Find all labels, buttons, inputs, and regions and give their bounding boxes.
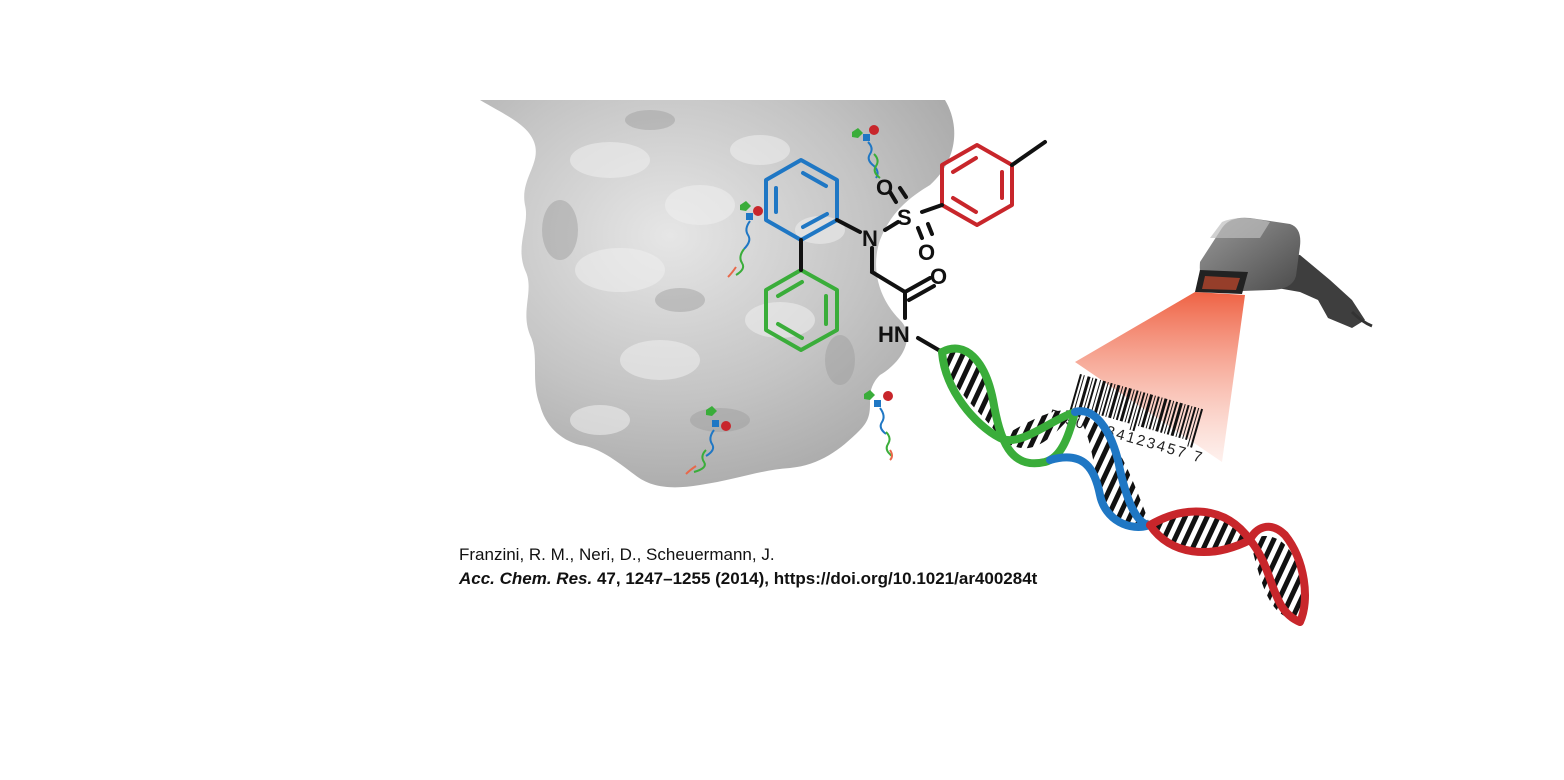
- protein-surface: [480, 100, 955, 488]
- dna-fill-1: [941, 348, 1075, 449]
- dna-double-helix: [938, 344, 1309, 626]
- tagged-compound-2: [727, 201, 763, 278]
- amide-label: HN: [878, 322, 910, 347]
- barcode-scanner-icon: [1195, 217, 1373, 328]
- scanner-beam: [1075, 292, 1245, 462]
- dna-strand-blue: [1071, 407, 1154, 529]
- tagged-compound-1: [852, 125, 881, 179]
- dna-strand-green: [938, 344, 1079, 468]
- citation: Franzini, R. M., Neri, D., Scheuermann, …: [459, 543, 1037, 591]
- dna-strand-red: [1146, 507, 1309, 626]
- citation-details: 47, 1247–1255 (2014), https://doi.org/10…: [592, 569, 1038, 588]
- sulfur-label: S: [897, 205, 912, 230]
- dna-strand-green-2: [938, 348, 1079, 444]
- dna-strand-blue-2: [1046, 453, 1154, 531]
- citation-authors: Franzini, R. M., Neri, D., Scheuermann, …: [459, 545, 775, 564]
- red-tolyl-ring: [940, 143, 1014, 227]
- nitrogen-label: N: [862, 226, 878, 251]
- citation-reference: Acc. Chem. Res. 47, 1247–1255 (2014), ht…: [459, 567, 1037, 591]
- oxygen-top-label: O: [876, 175, 893, 200]
- tagged-compound-3: [685, 406, 731, 475]
- chemical-structure: O S O N O HN: [764, 140, 1047, 354]
- citation-journal: Acc. Chem. Res.: [459, 569, 593, 588]
- oxygen-bottom-label: O: [918, 240, 935, 265]
- tagged-compound-4: [864, 390, 893, 461]
- oxygen-carbonyl-label: O: [930, 264, 947, 289]
- dna-strand-red-2: [1146, 521, 1254, 556]
- green-phenyl-ring: [764, 268, 839, 352]
